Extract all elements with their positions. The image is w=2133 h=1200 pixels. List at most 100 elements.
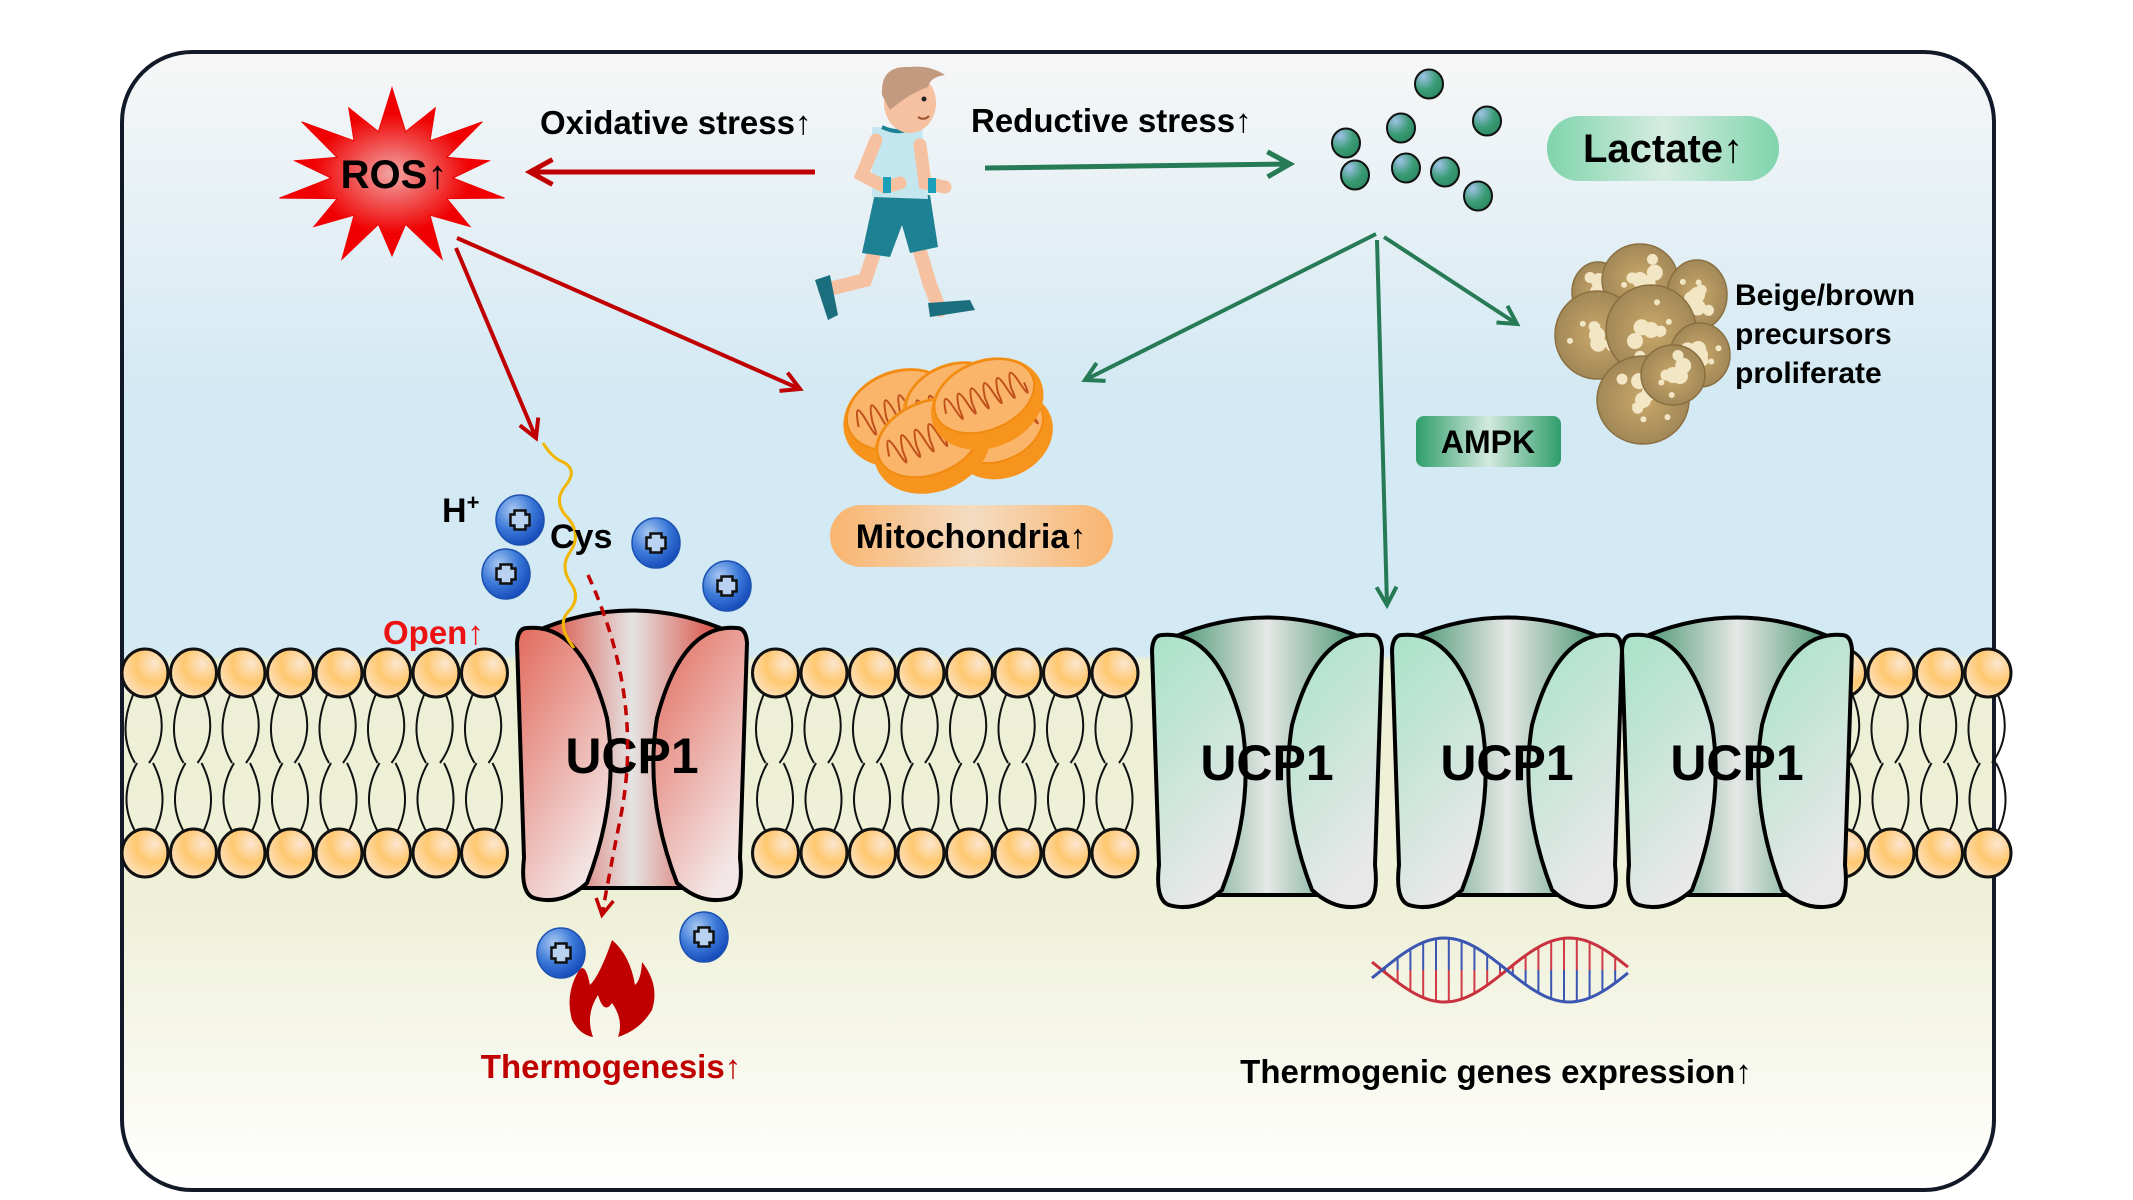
lipid-head <box>1866 647 1916 699</box>
lactate-label: Lactate↑ <box>1583 127 1743 171</box>
lipid-tails <box>415 694 455 832</box>
lactate-dot <box>1386 112 1416 144</box>
lipid-head <box>411 827 461 879</box>
mitochondria-badge: Mitochondria↑ <box>830 505 1113 567</box>
lipid-tails <box>269 694 310 832</box>
open-label: Open↑ <box>383 614 484 651</box>
lipid-tails <box>851 694 892 832</box>
proton-flow-arrow <box>586 574 630 915</box>
lactate-dot <box>1340 159 1370 191</box>
ros-to-cys-arrow <box>454 247 536 438</box>
lactate-dot <box>1463 180 1493 212</box>
lipid-head <box>896 647 946 699</box>
cysteine-chain <box>541 442 577 649</box>
ucp1-protein: UCP1 <box>1149 615 1385 910</box>
ucp1-protein: UCP1 <box>1389 615 1625 910</box>
precursors-label-line2: precursors <box>1735 318 1892 351</box>
lipid-head <box>799 827 849 879</box>
running-person-icon <box>815 66 975 320</box>
lactate-to-precursors-arrow <box>1382 235 1517 324</box>
adipocyte-cell <box>1640 344 1706 406</box>
lipid-tails <box>1967 694 2007 832</box>
lipid-tails <box>463 694 504 832</box>
lipid-head <box>217 647 267 699</box>
dna-strand-red <box>1371 936 1629 1004</box>
lipid-head <box>1042 827 1091 879</box>
proton-ion-icon <box>702 560 752 612</box>
mitochondrion <box>931 357 1044 450</box>
lipid-head <box>751 827 800 879</box>
lactate-to-mitochondria-arrow <box>1085 232 1377 380</box>
lipid-head <box>1915 647 1964 699</box>
lactate-dot <box>1414 68 1444 100</box>
lipid-head <box>266 827 315 879</box>
lipid-head <box>993 647 1043 699</box>
lipid-tails <box>948 694 989 832</box>
lipid-head <box>848 827 897 879</box>
lipid-head <box>460 827 509 879</box>
ucp1-channels: UCP1 UCP1 UCP1 <box>1149 615 1855 910</box>
ucp1-label: UCP1 <box>1200 735 1333 791</box>
oxidative-stress-label: Oxidative stress↑ <box>540 104 811 141</box>
lipid-head <box>1963 827 2013 879</box>
lipid-head <box>799 647 849 699</box>
lipid-head <box>169 647 218 699</box>
lipid-head <box>314 647 364 699</box>
ampk-label: AMPK <box>1441 424 1535 460</box>
lactate-to-ucp1-arrow <box>1377 239 1387 605</box>
ucp1-active-channel: UCP1 <box>514 608 750 903</box>
mitochondria-icon <box>843 357 1053 494</box>
ucp1-protein: UCP1 <box>514 608 750 903</box>
lipid-head <box>1963 647 2013 699</box>
dna-helix-icon <box>1371 936 1629 1004</box>
lipid-head <box>1042 647 1091 699</box>
reductive-arrow <box>984 164 1290 168</box>
lipid-head <box>1866 827 1916 879</box>
ros-to-mitochondria-arrow <box>456 236 800 389</box>
lipid-tails <box>318 694 358 832</box>
proton-ion-icon <box>679 911 729 963</box>
lipid-tails <box>221 694 261 832</box>
proton-label: H+ <box>442 490 479 530</box>
ros-starburst-icon <box>279 86 505 261</box>
precursors-label-line1: Beige/brown <box>1735 279 1915 312</box>
lipid-tails <box>1918 694 1959 832</box>
cys-label: Cys <box>550 518 612 556</box>
dna-strand-blue <box>1371 936 1629 1004</box>
lipid-tails <box>172 694 213 832</box>
reductive-stress-label: Reductive stress↑ <box>971 102 1252 139</box>
lipid-tails <box>900 694 940 832</box>
lipid-tails <box>1870 694 1910 832</box>
lipid-head <box>1915 827 1964 879</box>
lactate-dot <box>1391 152 1421 184</box>
cell-frame <box>120 50 1996 1192</box>
proton-ion-icon <box>495 494 545 546</box>
thermogenic-genes-label: Thermogenic genes expression↑ <box>1240 1053 1752 1090</box>
beige-brown-cells-icon <box>1554 243 1731 445</box>
lipid-tails <box>1045 694 1086 832</box>
proton-ions <box>481 494 752 979</box>
precursors-label-line3: proliferate <box>1735 357 1882 390</box>
ampk-badge: AMPK <box>1416 416 1561 467</box>
ucp1-protein: UCP1 <box>1619 615 1855 910</box>
lipid-head <box>848 647 897 699</box>
lipid-head <box>120 647 170 699</box>
lipid-head <box>993 827 1043 879</box>
lipid-head <box>266 647 315 699</box>
lipid-head <box>314 827 364 879</box>
lipid-head <box>411 647 461 699</box>
lipid-head <box>1090 647 1140 699</box>
lipid-head <box>363 647 412 699</box>
lactate-dot <box>1472 105 1502 137</box>
lipid-tails <box>997 694 1037 832</box>
lactate-molecules <box>1331 68 1502 212</box>
ros-label: ROS↑ <box>341 153 448 197</box>
lipid-head <box>460 647 509 699</box>
lipid-head <box>945 647 994 699</box>
lipid-head <box>945 827 994 879</box>
proton-ion-icon <box>631 517 681 569</box>
ucp1-label: UCP1 <box>1440 735 1573 791</box>
lipid-head <box>751 647 800 699</box>
proton-ion-icon <box>536 927 586 979</box>
lipid-tails <box>754 694 795 832</box>
